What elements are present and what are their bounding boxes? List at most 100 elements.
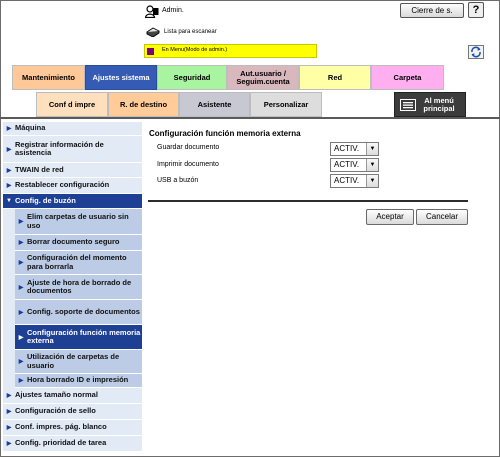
tab-aut-usuario[interactable]: Aut.usuario / Seguim.cuenta [227, 65, 299, 90]
sidebar-subitem-memoria-externa[interactable]: ▶Configuración función memoria externa [15, 325, 142, 350]
scan-list-label: Lista para escanear [164, 29, 217, 35]
tab-label: Conf d impre [48, 99, 96, 109]
chevron-right-icon: ▶ [6, 441, 12, 447]
scanner-icon [146, 27, 160, 37]
tab-asistente[interactable]: Asistente [179, 92, 250, 117]
sidebar-item-twain-de-red[interactable]: ▶TWAIN de red [3, 163, 142, 178]
sidebar-item-tamano-normal[interactable]: ▶Ajustes tamaño normal [3, 388, 142, 404]
usb-a-buzon-select[interactable]: ACTIV. ▼ [330, 174, 379, 188]
chevron-right-icon: ▶ [18, 309, 24, 316]
sidebar-item-label: Máquina [15, 123, 46, 133]
select-value: ACTIV. [334, 176, 360, 185]
sidebar-subitem-soporte-documentos[interactable]: ▶Config. soporte de documentos [15, 300, 142, 325]
ok-button[interactable]: Aceptar [366, 209, 414, 225]
chevron-right-icon: ▶ [6, 409, 12, 415]
sidebar-item-label: Borrar documento seguro [27, 237, 120, 247]
tabs-divider [0, 117, 500, 119]
chevron-down-icon: ▼ [6, 198, 12, 204]
chevron-right-icon: ▶ [18, 334, 24, 341]
admin-label: Admin. [162, 7, 184, 14]
sidebar-item-label: Elim carpetas de usuario sin uso [27, 212, 129, 230]
chevron-right-icon: ▶ [18, 219, 24, 225]
sidebar-item-label: Restablecer configuración [15, 180, 110, 190]
sidebar-item-label: Config. soporte de documentos [27, 306, 140, 316]
refresh-icon[interactable] [468, 45, 484, 59]
chevron-right-icon: ▶ [6, 167, 12, 174]
sidebar-item-label: Utilización de carpetas de usuario [27, 352, 120, 370]
guardar-documento-label: Guardar documento [157, 144, 220, 151]
logout-button[interactable]: Cierre de s. [400, 3, 464, 18]
content-divider [148, 200, 468, 202]
select-value: ACTIV. [334, 144, 360, 153]
sidebar-subitem-borrar-documento[interactable]: ▶Borrar documento seguro [15, 235, 142, 251]
tab-conf-impre[interactable]: Conf d impre [36, 92, 108, 117]
tab-label: Asistente [197, 99, 232, 109]
chevron-right-icon: ▶ [6, 126, 12, 132]
chevron-right-icon: ▶ [18, 378, 24, 384]
chevron-right-icon: ▶ [6, 425, 12, 431]
sidebar-item-label: Registrar información de asistencia [15, 139, 104, 157]
sidebar-item-sello[interactable]: ▶Configuración de sello [3, 404, 142, 420]
tab-label: Ajustes sistema [92, 72, 150, 82]
tab-red[interactable]: Red [299, 65, 371, 90]
main-menu-icon [400, 99, 416, 111]
main-menu-button[interactable]: Al menú principal [394, 92, 466, 117]
sidebar-item-pag-blanco[interactable]: ▶Conf. impres. pág. blanco [3, 420, 142, 436]
chevron-right-icon: ▶ [18, 359, 24, 365]
help-button[interactable]: ? [468, 2, 484, 18]
sidebar-item-label: Hora borrado ID e impresión [27, 375, 129, 385]
sidebar: ▶Máquina ▶Registrar información de asist… [3, 122, 142, 452]
tab-label: Al menú principal [423, 95, 455, 113]
usb-a-buzon-label: USB a buzón [157, 177, 199, 184]
sidebar-item-config-buzon[interactable]: ▼Config. de buzón [3, 194, 142, 209]
mode-indicator-icon [147, 48, 154, 55]
chevron-right-icon: ▶ [18, 240, 24, 246]
tab-label: Seguridad [173, 72, 211, 82]
sidebar-item-label: Config. de buzón [15, 195, 76, 205]
chevron-down-icon: ▼ [366, 159, 378, 171]
imprimir-documento-label: Imprimir documento [157, 161, 219, 168]
tab-label: Mantenimiento [22, 72, 75, 82]
tab-label: Red [327, 72, 343, 82]
sidebar-item-restablecer[interactable]: ▶Restablecer configuración [3, 178, 142, 194]
tab-seguridad[interactable]: Seguridad [157, 65, 227, 90]
sidebar-item-registrar-asistencia[interactable]: ▶Registrar información de asistencia [3, 136, 142, 163]
tab-label: Carpeta [393, 72, 422, 82]
sidebar-item-label: Configuración de sello [15, 406, 96, 416]
tab-personalizar[interactable]: Personalizar [250, 92, 322, 117]
chevron-down-icon: ▼ [366, 143, 378, 155]
chevron-down-icon: ▼ [366, 175, 378, 187]
tab-r-de-destino[interactable]: R. de destino [108, 92, 179, 117]
chevron-right-icon: ▶ [6, 183, 12, 189]
tab-carpeta[interactable]: Carpeta [371, 65, 444, 90]
chevron-right-icon: ▶ [18, 284, 24, 291]
tab-label: Aut.usuario / Seguim.cuenta [236, 68, 290, 86]
tab-ajustes-sistema[interactable]: Ajustes sistema [85, 65, 157, 90]
admin-user-icon [145, 5, 159, 18]
chevron-right-icon: ▶ [6, 146, 12, 153]
tab-label: R. de destino [119, 99, 168, 109]
sidebar-item-label: TWAIN de red [15, 164, 64, 174]
select-value: ACTIV. [334, 160, 360, 169]
tab-mantenimiento[interactable]: Mantenimiento [12, 65, 85, 90]
page-title: Configuración función memoria externa [149, 129, 301, 138]
sidebar-item-label: Configuración del momento para borrarla [27, 253, 127, 271]
sidebar-subitem-elim-carpetas[interactable]: ▶Elim carpetas de usuario sin uso [15, 209, 142, 235]
chevron-right-icon: ▶ [6, 393, 12, 399]
admin-mode-banner: En Menu(Modo de admin.) [144, 44, 317, 58]
sidebar-subitem-hora-borrado-id[interactable]: ▶Hora borrado ID e impresión [15, 374, 142, 388]
sidebar-subitem-momento-borrarla[interactable]: ▶Configuración del momento para borrarla [15, 251, 142, 275]
sidebar-item-label: Conf. impres. pág. blanco [15, 422, 107, 432]
sidebar-item-label: Configuración función memoria externa [27, 327, 141, 345]
sidebar-item-prioridad-tarea[interactable]: ▶Config. prioridad de tarea [3, 436, 142, 452]
guardar-documento-select[interactable]: ACTIV. ▼ [330, 142, 379, 156]
sidebar-subitem-carpetas-usuario[interactable]: ▶Utilización de carpetas de usuario [15, 350, 142, 374]
cancel-button[interactable]: Cancelar [416, 209, 468, 225]
tab-label: Personalizar [263, 99, 309, 109]
admin-mode-label: En Menu(Modo de admin.) [162, 47, 228, 53]
sidebar-item-label: Ajuste de hora de borrado de documentos [27, 277, 132, 295]
sidebar-item-maquina[interactable]: ▶Máquina [3, 122, 142, 136]
imprimir-documento-select[interactable]: ACTIV. ▼ [330, 158, 379, 172]
chevron-right-icon: ▶ [18, 260, 24, 266]
sidebar-subitem-ajuste-hora[interactable]: ▶Ajuste de hora de borrado de documentos [15, 275, 142, 300]
